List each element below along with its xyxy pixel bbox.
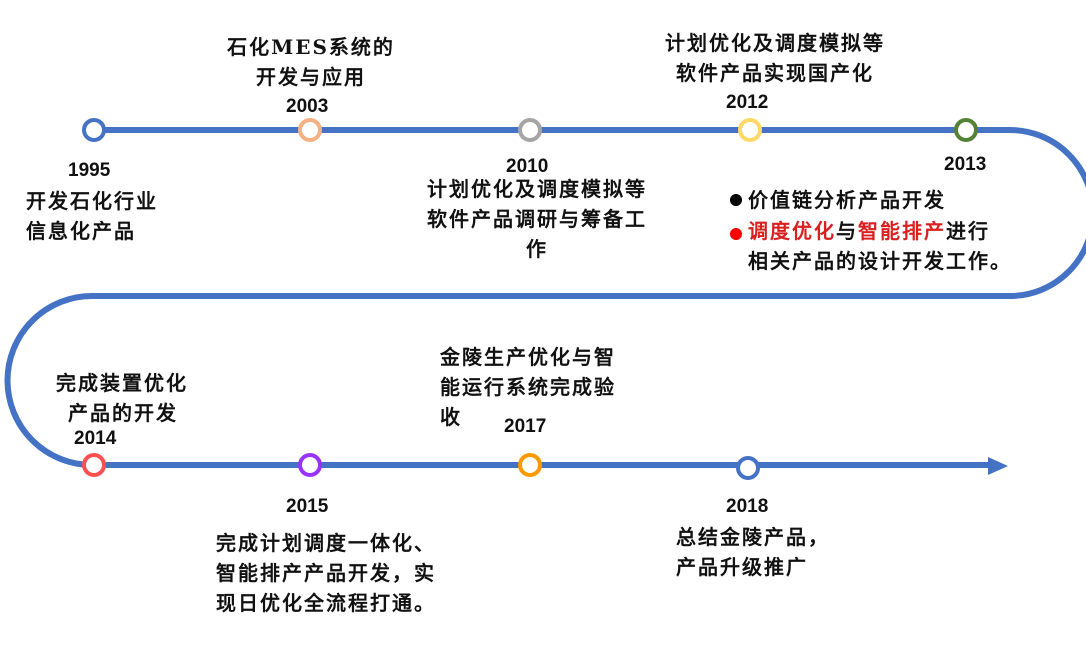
milestone-year: 1995 xyxy=(68,160,111,181)
milestone-description: 金陵生产优化与智 能运行系统完成验 收 xyxy=(440,345,616,429)
milestone-year: 2013 xyxy=(944,154,987,175)
bullet-text: 调度优化与智能排产进行 相关产品的设计开发工作。 xyxy=(748,219,1012,273)
bullet-text: 价值链分析产品开发 xyxy=(748,188,946,212)
milestone-year: 2018 xyxy=(726,496,769,517)
bullet-icon xyxy=(730,228,742,240)
milestone-description: 计划优化及调度模拟等 软件产品调研与筹备工 作 xyxy=(427,177,647,261)
timeline-arrowhead xyxy=(988,457,1008,475)
milestone-year: 2015 xyxy=(286,496,329,517)
milestone-node-2010 xyxy=(518,118,542,142)
milestone-node-2014 xyxy=(82,453,106,477)
milestone-year: 2010 xyxy=(506,156,549,177)
milestone-node-2018 xyxy=(736,456,760,480)
milestone-year: 2012 xyxy=(726,92,769,113)
milestone-year: 2014 xyxy=(74,428,117,449)
bullet-icon xyxy=(730,194,742,206)
milestone-description: 总结金陵产品， 产品升级推广 xyxy=(676,525,830,579)
milestone-description: 计划优化及调度模拟等 软件产品实现国产化 xyxy=(665,31,885,85)
milestone-node-2017 xyxy=(518,453,542,477)
milestone-year: 2003 xyxy=(286,96,329,117)
milestone-year: 2017 xyxy=(504,416,547,437)
milestone-node-2015 xyxy=(298,453,322,477)
milestone-node-2013 xyxy=(954,118,978,142)
milestone-description: 完成装置优化 产品的开发 xyxy=(56,371,188,425)
milestone-description: 完成计划调度一体化、 智能排产产品开发，实 现日优化全流程打通。 xyxy=(216,531,436,615)
milestone-node-1995 xyxy=(82,118,106,142)
milestone-node-2012 xyxy=(738,118,762,142)
milestone-node-2003 xyxy=(298,118,322,142)
milestone-description: 开发石化行业 信息化产品 xyxy=(26,189,158,243)
milestone-description: 石化MES系统的 开发与应用 xyxy=(227,35,395,89)
timeline-track xyxy=(4,127,1086,468)
